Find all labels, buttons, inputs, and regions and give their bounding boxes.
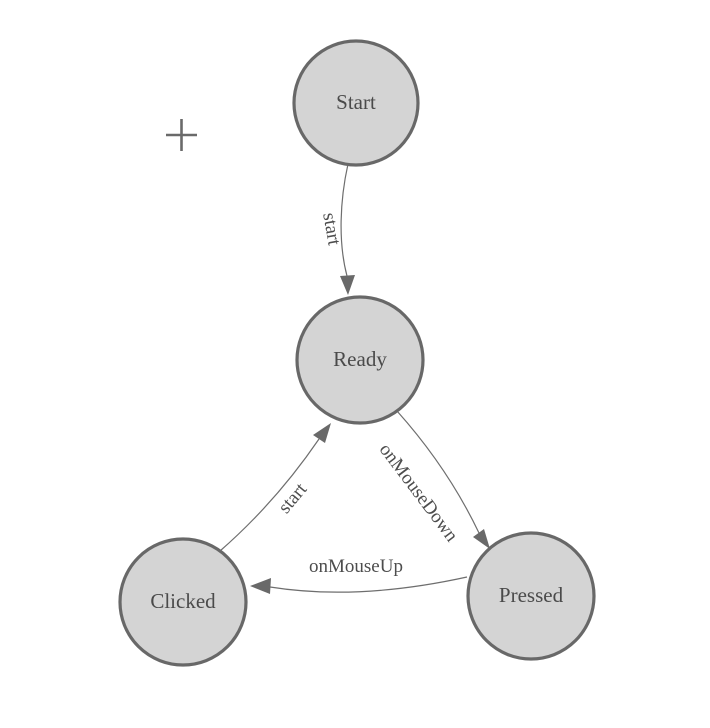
plus-crosshair-icon <box>166 119 197 151</box>
node-pressed[interactable]: Pressed <box>466 531 596 661</box>
arrowhead-icon <box>473 529 490 549</box>
node-start[interactable]: Start <box>292 39 420 167</box>
arrowhead-icon <box>250 578 271 594</box>
node-start-label: Start <box>336 90 376 114</box>
node-ready-label: Ready <box>333 347 387 371</box>
edge-label-onmousedown: onMouseDown <box>375 440 463 547</box>
node-clicked[interactable]: Clicked <box>118 537 248 667</box>
edge-label-start-1: start <box>318 211 344 248</box>
node-clicked-label: Clicked <box>150 589 216 613</box>
node-ready[interactable]: Ready <box>295 295 425 425</box>
arrowhead-icon <box>340 275 355 295</box>
arrowhead-icon <box>313 423 331 443</box>
edge-start-to-ready[interactable]: start <box>318 163 355 295</box>
node-pressed-label: Pressed <box>499 583 564 607</box>
edge-pressed-to-clicked[interactable]: onMouseUp <box>250 556 468 594</box>
edge-label-onmouseup: onMouseUp <box>309 556 403 577</box>
edge-ready-to-pressed[interactable]: onMouseDown <box>375 410 490 549</box>
edge-label-start-2: start <box>274 479 312 518</box>
edge-clicked-to-ready[interactable]: start <box>219 423 331 552</box>
